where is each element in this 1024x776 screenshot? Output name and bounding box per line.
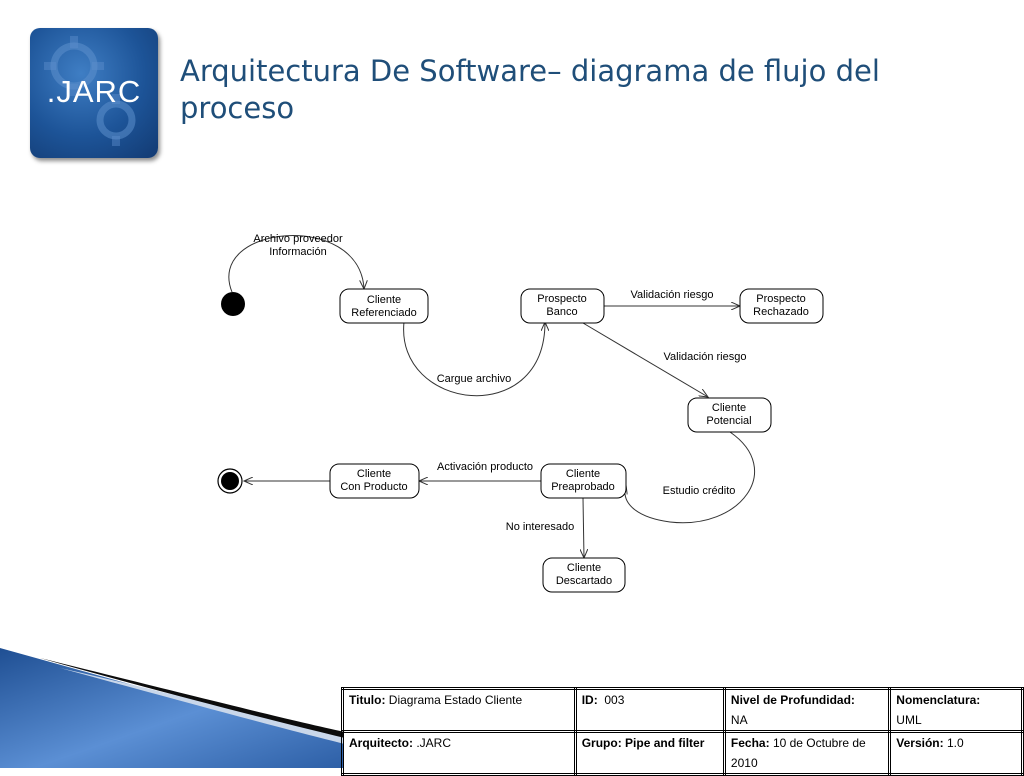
state-cliente-preaprobado: Cliente Preaprobado xyxy=(540,463,627,499)
svg-text:Con Producto: Con Producto xyxy=(340,481,407,493)
cell-version: Versión: 1.0 xyxy=(888,730,1024,776)
info-table: Titulo: Diagrama Estado Cliente ID: 003 … xyxy=(341,687,1024,776)
state-prospecto-rechazado: Prospecto Rechazado xyxy=(739,288,824,324)
edge-archivo-proveedor xyxy=(228,235,364,293)
svg-text:Banco: Banco xyxy=(546,306,577,318)
jarc-logo: .JARC xyxy=(30,28,158,158)
svg-text:Cliente: Cliente xyxy=(712,402,746,414)
cell-grupo: Grupo: Pipe and filter xyxy=(573,730,726,776)
label-activacion-producto: Activación producto xyxy=(437,461,533,473)
edge-validacion-riesgo-2 xyxy=(582,322,708,397)
cell-fecha: Fecha: 10 de Octubre de 2010 xyxy=(722,730,892,776)
edge-cargue-archivo xyxy=(403,322,545,397)
cell-nomenclatura: Nomenclatura:UML xyxy=(888,687,1024,733)
page-title: Arquitectura De Software– diagrama de fl… xyxy=(180,54,880,125)
edge-no-interesado xyxy=(583,497,584,558)
state-cliente-con-producto: Cliente Con Producto xyxy=(329,463,420,499)
cell-titulo: Titulo: Diagrama Estado Cliente xyxy=(341,687,577,733)
gear-icon xyxy=(44,36,136,146)
svg-text:Preaprobado: Preaprobado xyxy=(551,481,615,493)
decorative-swoosh xyxy=(0,648,345,768)
state-diagram: Archivo proveedor Información Cargue arc… xyxy=(217,233,824,593)
label-validacion-riesgo-1: Validación riesgo xyxy=(631,289,714,301)
svg-text:Rechazado: Rechazado xyxy=(753,306,809,318)
state-prospecto-banco: Prospecto Banco xyxy=(520,288,605,324)
label-estudio-credito: Estudio crédito xyxy=(663,485,736,497)
edge-estudio-credito xyxy=(625,431,755,524)
initial-state xyxy=(221,292,245,316)
final-state xyxy=(217,468,243,494)
state-cliente-descartado: Cliente Descartado xyxy=(542,557,626,593)
svg-text:Cliente: Cliente xyxy=(567,562,601,574)
cell-arquitecto: Arquitecto: .JARC xyxy=(341,730,577,776)
svg-text:Potencial: Potencial xyxy=(706,415,751,427)
state-cliente-potencial: Cliente Potencial xyxy=(687,397,772,433)
logo-text: .JARC xyxy=(46,74,142,109)
state-cliente-referenciado: Cliente Referenciado xyxy=(339,288,429,324)
label-validacion-riesgo-2: Validación riesgo xyxy=(664,351,747,363)
svg-text:Prospecto: Prospecto xyxy=(537,293,587,305)
cell-nivel: Nivel de Profundidad:NA xyxy=(722,687,892,733)
label-cargue-archivo: Cargue archivo xyxy=(437,373,512,385)
svg-text:Prospecto: Prospecto xyxy=(756,293,806,305)
svg-text:Cliente: Cliente xyxy=(357,468,391,480)
svg-text:Referenciado: Referenciado xyxy=(351,307,416,319)
label-archivo-proveedor: Archivo proveedor xyxy=(253,233,343,245)
label-informacion: Información xyxy=(269,246,326,258)
svg-text:Cliente: Cliente xyxy=(367,294,401,306)
svg-text:Cliente: Cliente xyxy=(566,468,600,480)
svg-text:Descartado: Descartado xyxy=(556,575,612,587)
label-no-interesado: No interesado xyxy=(506,521,575,533)
cell-id: ID: 003 xyxy=(573,687,726,733)
